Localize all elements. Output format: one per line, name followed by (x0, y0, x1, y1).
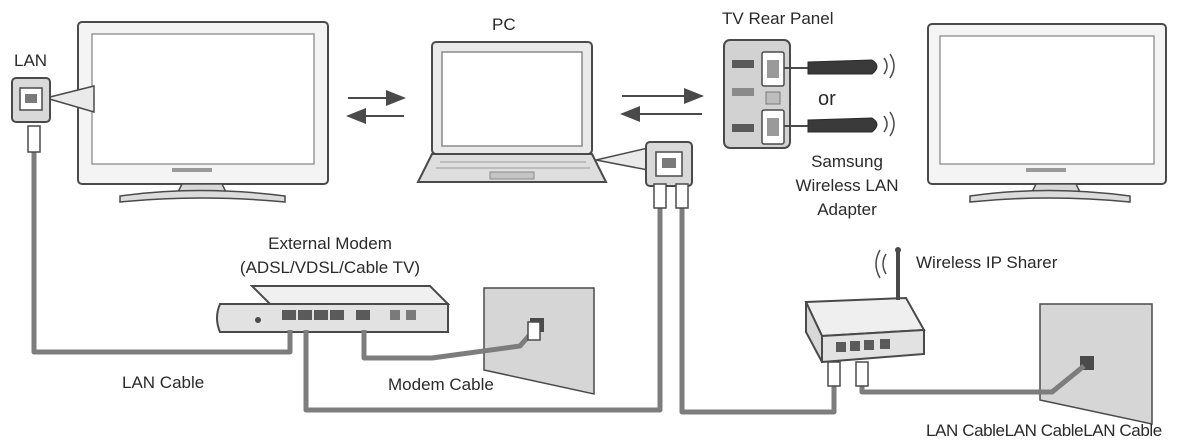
right-tv (927, 23, 1167, 203)
wireless-ip-sharer (804, 247, 926, 364)
lan-cable-pc-to-router (675, 183, 841, 415)
laptop-pc (416, 41, 608, 183)
modem-cable-label: Modem Cable (388, 375, 494, 394)
wireless-adapter-bottom (784, 111, 895, 137)
external-modem-label-line2: (ADSL/VDSL/Cable TV) (239, 258, 421, 277)
left-tv (77, 21, 329, 203)
lan-cable-label-left: LAN Cable (122, 373, 205, 392)
samsung-adapter-label-line2: Wireless LAN (795, 176, 899, 195)
pc-label: PC (492, 15, 516, 34)
external-modem (216, 285, 451, 333)
lan-cable-tv-to-modem (27, 125, 293, 355)
wireless-ip-sharer-label: Wireless IP Sharer (916, 253, 1058, 272)
lan-label: LAN (14, 51, 48, 70)
external-modem-label-line1: External Modem (268, 234, 392, 253)
modem-wall-socket (483, 287, 595, 395)
lan-cable-router-to-wall (855, 361, 1086, 395)
router-wall-socket (1039, 303, 1153, 425)
samsung-adapter-label-line1: Samsung (811, 152, 883, 171)
pc-lan-port-callout (595, 141, 693, 187)
or-label: or (818, 88, 836, 110)
modem-cable (361, 321, 541, 361)
tv-rear-panel (723, 39, 791, 149)
wireless-adapter-top (784, 53, 895, 79)
samsung-adapter-label-line3: Adapter (817, 200, 877, 219)
lan-cable-labels-right: LAN CableLAN CableLAN Cable (926, 421, 1162, 440)
external-modem-label: External Modem (ADSL/VDSL/Cable TV) (222, 232, 438, 280)
samsung-adapter-label: Samsung Wireless LAN Adapter (782, 150, 912, 222)
tv-rear-panel-label: TV Rear Panel (722, 9, 834, 28)
lan-port-callout (11, 77, 95, 123)
lan-cable-modem-to-pc (303, 183, 667, 413)
